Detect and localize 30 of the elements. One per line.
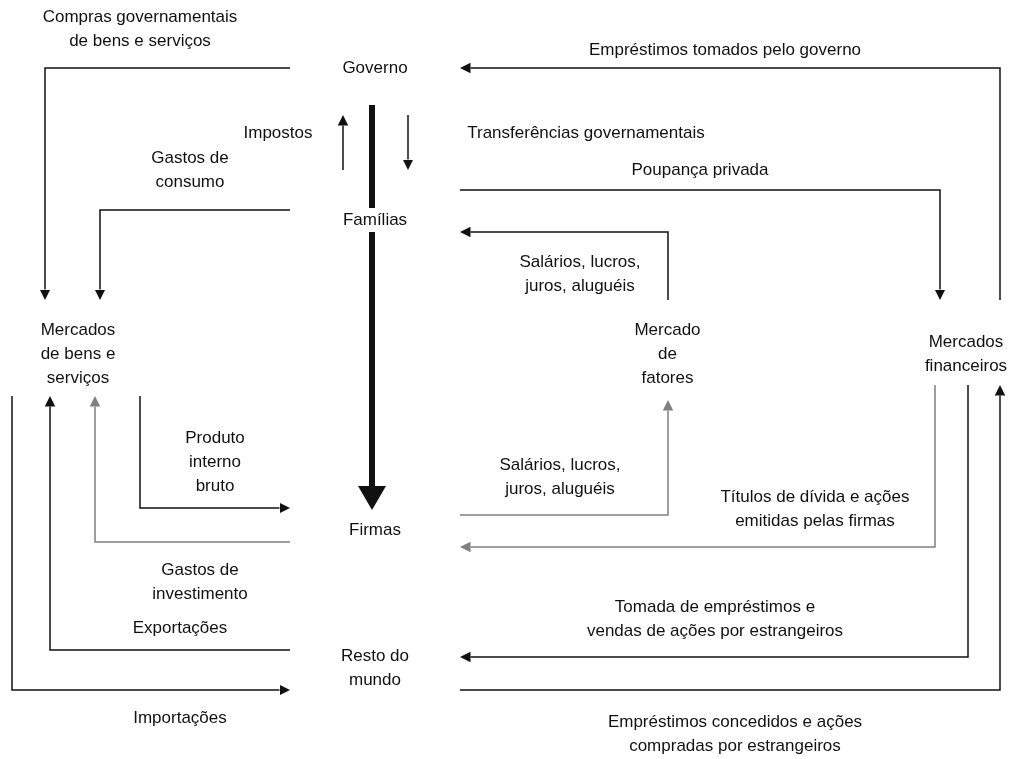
arrow	[460, 226, 669, 301]
arrow	[39, 67, 291, 300]
edge-label: Gastos de consumo	[150, 147, 230, 193]
edge-label: Salários, lucros, juros, aluguéis	[518, 251, 642, 297]
edge-label: Compras governamentais de bens e serviços	[41, 6, 239, 52]
arrow	[402, 114, 414, 170]
edge-label: Empréstimos tomados pelo governo	[587, 39, 863, 61]
arrow	[94, 209, 291, 300]
edge-label: Gastos de investimento	[151, 559, 249, 605]
arrow	[459, 189, 946, 300]
arrow	[44, 396, 291, 651]
edge-label: Empréstimos concedidos e ações compradas por estrangeiros	[606, 711, 864, 757]
arrow	[89, 396, 291, 543]
edge-label: Poupança privada	[630, 159, 770, 181]
edge-label: Produto interno bruto	[184, 427, 246, 497]
arrow	[460, 384, 969, 663]
arrow	[139, 395, 290, 514]
arrow	[460, 62, 1001, 301]
arrow	[337, 115, 349, 171]
arrow	[460, 384, 936, 553]
edge-label: Títulos de dívida e ações emitidas pelas firmas	[719, 486, 911, 532]
edge-label: Exportações	[131, 617, 229, 639]
edge-label: Importações	[132, 707, 228, 729]
arrow	[459, 385, 1006, 691]
edge-label: Salários, lucros, juros, aluguéis	[498, 454, 622, 500]
edge-label: Impostos	[242, 122, 314, 144]
edge-label: Transferências governamentais	[466, 122, 706, 144]
edge-label: Tomada de empréstimos e vendas de ações por estrangeiros	[585, 596, 845, 642]
arrow	[459, 400, 674, 516]
arrow	[11, 395, 290, 696]
